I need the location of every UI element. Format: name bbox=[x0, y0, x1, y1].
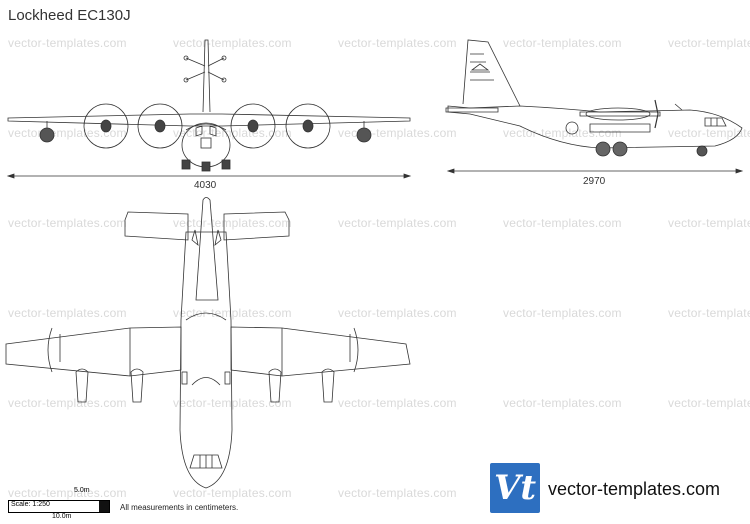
brand-logo: Vt bbox=[490, 463, 540, 513]
measurement-note: All measurements in centimeters. bbox=[120, 503, 239, 512]
scale-bar: Scale: 1:250 bbox=[8, 500, 110, 513]
scale-segment bbox=[99, 501, 109, 512]
page-title: Lockheed EC130J bbox=[8, 7, 131, 24]
front-view bbox=[6, 39, 412, 179]
logo-mark: Vt bbox=[493, 468, 537, 508]
wingspan-label: 4030 bbox=[194, 180, 217, 191]
scale-small-label: 5.0m bbox=[74, 487, 90, 494]
length-label: 2970 bbox=[583, 176, 606, 187]
top-view bbox=[5, 197, 411, 489]
scale-ratio-label: Scale: 1:250 bbox=[11, 501, 50, 508]
scale-large-label: 10.0m bbox=[52, 513, 72, 520]
site-name: vector-templates.com bbox=[548, 479, 721, 499]
side-view bbox=[445, 39, 744, 174]
